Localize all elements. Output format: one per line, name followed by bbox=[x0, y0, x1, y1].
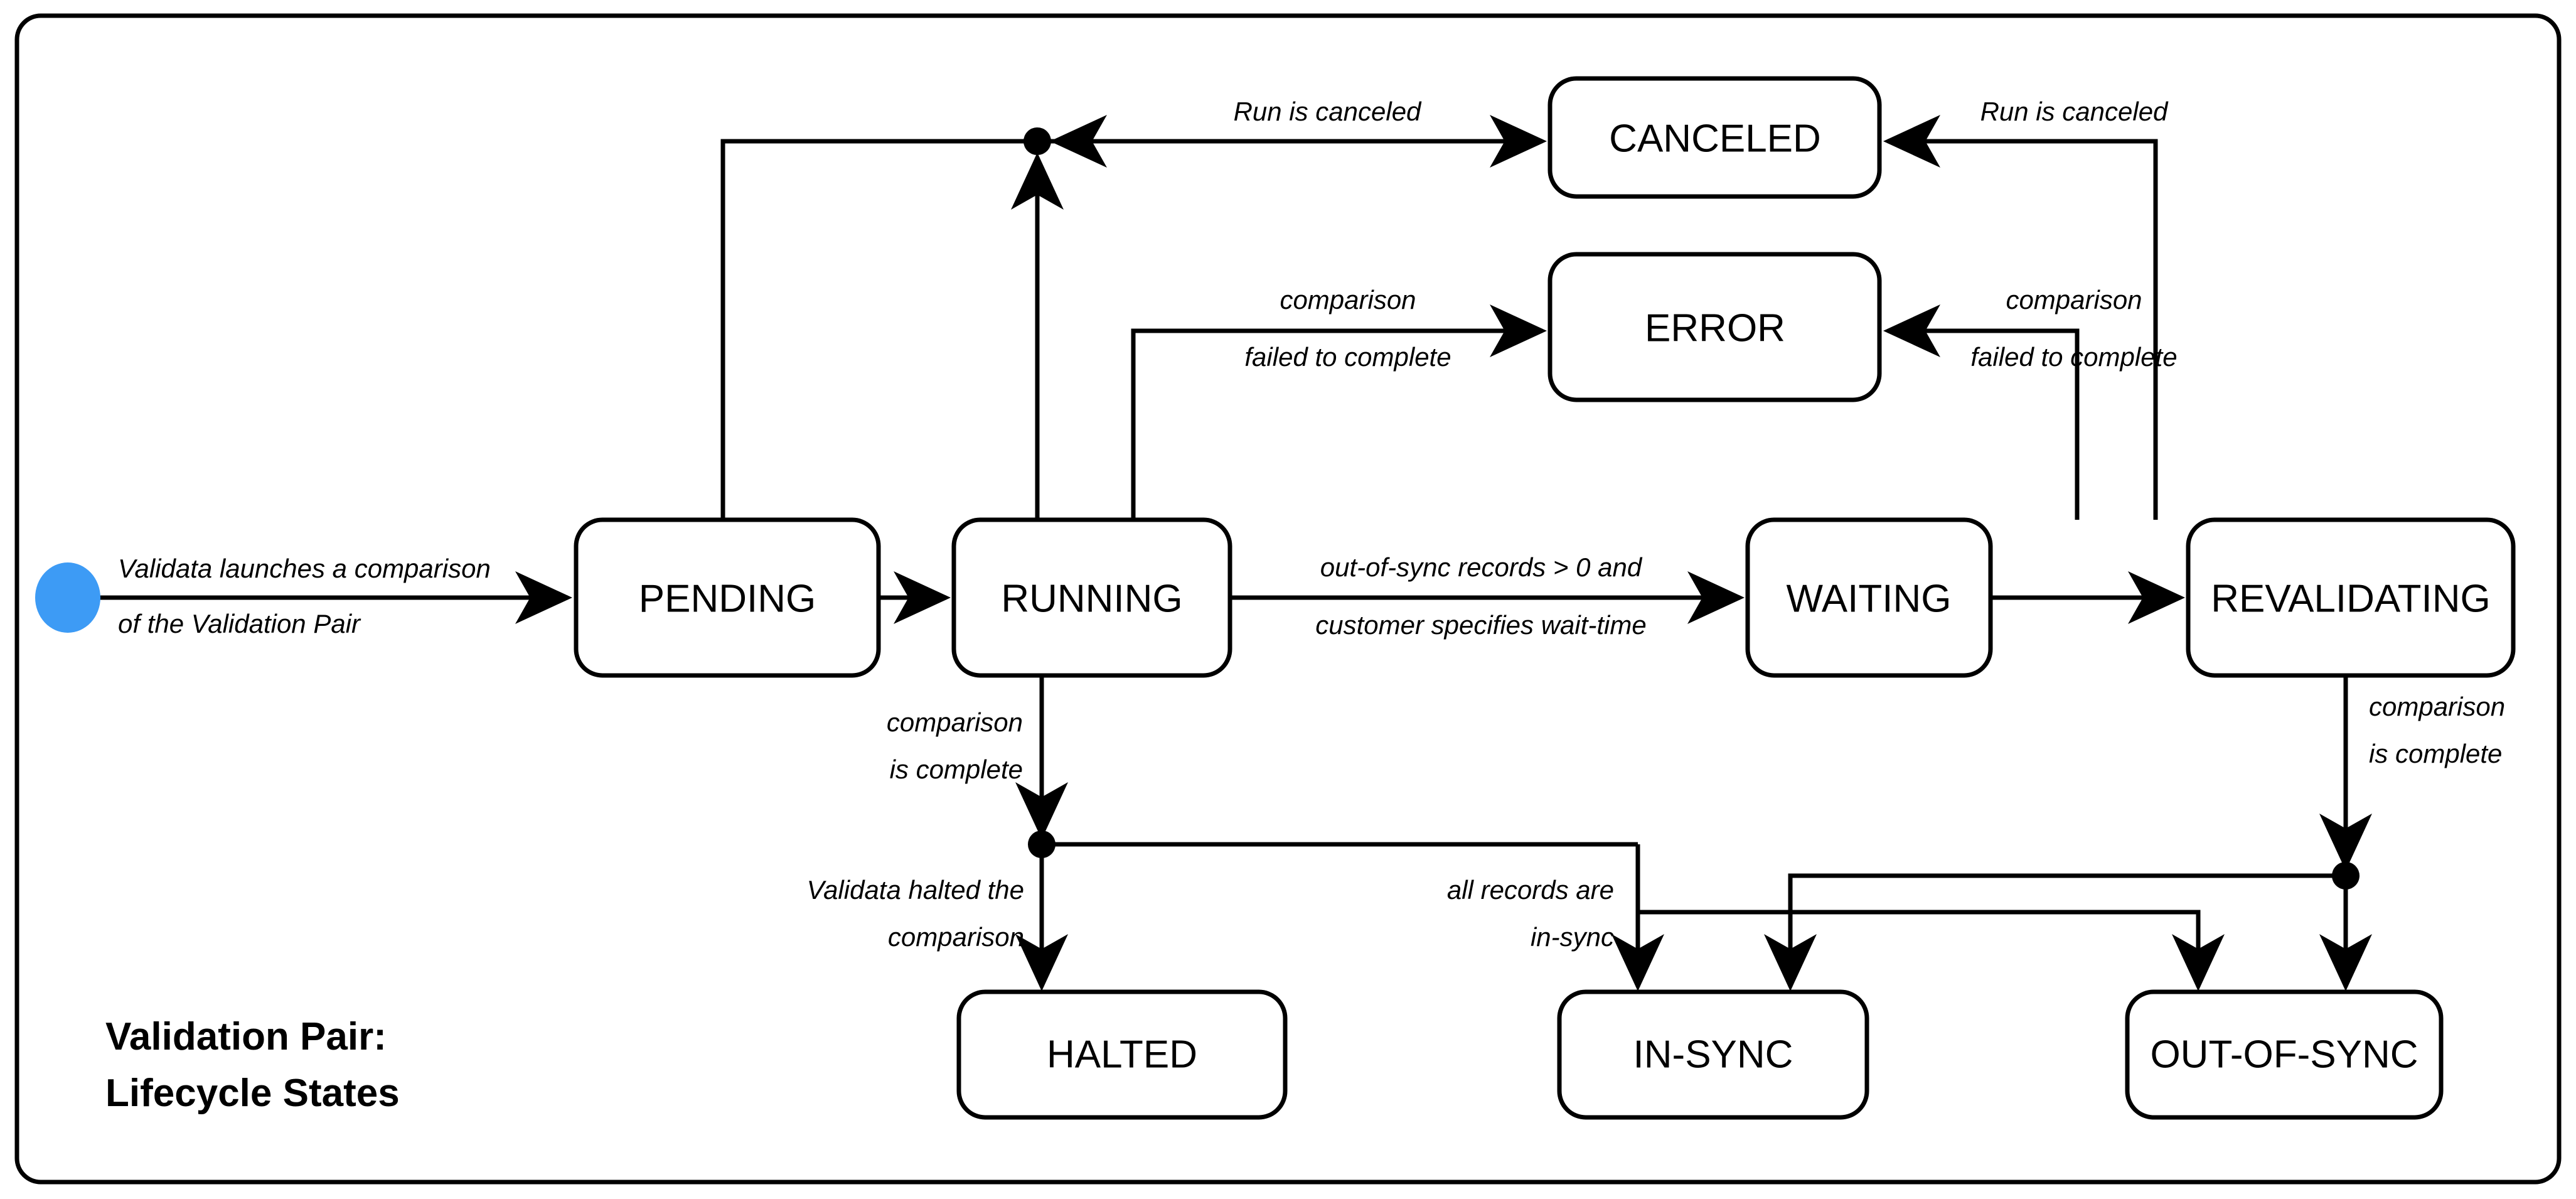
edge-label-halted-line2: comparison bbox=[888, 922, 1024, 952]
edge-revalidating-to-error bbox=[1883, 304, 2080, 520]
state-label-revalidating: REVALIDATING bbox=[2211, 577, 2491, 620]
edge-revalidating-to-canceled bbox=[1883, 115, 2158, 520]
edge-label-waiting-line1: out-of-sync records > 0 and bbox=[1320, 552, 1643, 582]
state-box-revalidating[interactable] bbox=[2186, 517, 2516, 678]
edge-label-reval-complete-line2: is complete bbox=[2369, 739, 2502, 768]
state-label-insync: IN-SYNC bbox=[1633, 1033, 1793, 1076]
state-label-error: ERROR bbox=[1645, 306, 1785, 350]
edge-label-reval-canceled: Run is canceled bbox=[1980, 97, 2169, 126]
state-box-insync[interactable] bbox=[1557, 989, 1869, 1120]
edge-label-insync-line2: in-sync bbox=[1531, 922, 1614, 952]
start-node bbox=[35, 562, 100, 633]
state-label-canceled: CANCELED bbox=[1609, 117, 1821, 160]
edge-label-run-complete-line1: comparison bbox=[887, 707, 1023, 737]
edge-label-reval-error-line1: comparison bbox=[2006, 285, 2142, 315]
state-label-outofsync: OUT-OF-SYNC bbox=[2150, 1033, 2418, 1076]
edge-running-to-error bbox=[1131, 304, 1547, 520]
state-box-outofsync[interactable] bbox=[2125, 989, 2444, 1120]
diagram-title-line2: Lifecycle States bbox=[105, 1072, 400, 1115]
state-label-running: RUNNING bbox=[1001, 577, 1182, 620]
edge-label-run-error-line2: failed to complete bbox=[1244, 342, 1451, 372]
state-box-halted[interactable] bbox=[956, 989, 1288, 1120]
state-label-pending: PENDING bbox=[639, 577, 816, 620]
edge-label-run-canceled: Run is canceled bbox=[1234, 97, 1422, 126]
edge-running-to-outofsync bbox=[1638, 910, 2225, 991]
edge-label-start-line2: of the Validation Pair bbox=[118, 609, 361, 638]
edge-pending-top-riser bbox=[720, 139, 1032, 520]
state-box-waiting[interactable] bbox=[1745, 517, 1993, 678]
edge-label-reval-complete-line1: comparison bbox=[2369, 692, 2505, 721]
edge-label-waiting-line2: customer specifies wait-time bbox=[1315, 610, 1646, 640]
state-box-pending[interactable] bbox=[574, 517, 881, 678]
edge-reval-to-insync bbox=[1764, 873, 2346, 991]
diagram-frame bbox=[14, 13, 2562, 1185]
state-box-running[interactable] bbox=[951, 517, 1232, 678]
edge-label-start-line1: Validata launches a comparison bbox=[118, 554, 491, 583]
diagram-title-line1: Validation Pair: bbox=[105, 1015, 387, 1058]
edge-label-run-complete-line2: is complete bbox=[890, 755, 1023, 784]
state-label-waiting: WAITING bbox=[1787, 577, 1952, 620]
state-box-error[interactable] bbox=[1547, 252, 1882, 402]
edge-label-insync-line1: all records are bbox=[1447, 875, 1614, 905]
state-box-canceled[interactable] bbox=[1547, 76, 1882, 199]
edge-label-run-error-line1: comparison bbox=[1280, 285, 1416, 315]
edge-label-halted-line1: Validata halted the bbox=[807, 875, 1024, 905]
state-label-halted: HALTED bbox=[1047, 1033, 1197, 1076]
edge-label-reval-error-line2: failed to complete bbox=[1970, 342, 2177, 372]
